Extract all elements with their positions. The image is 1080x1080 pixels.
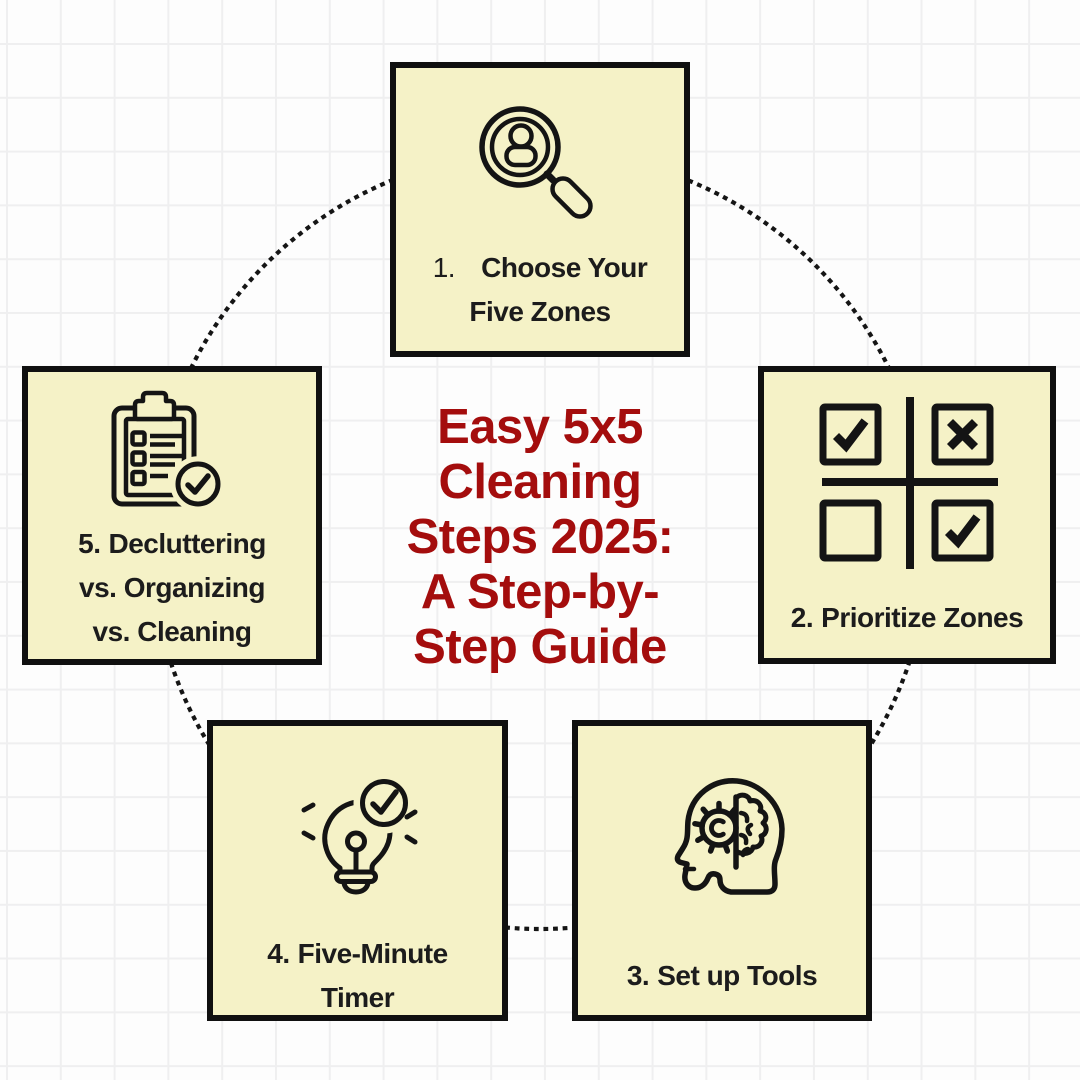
step-text: Choose Your Five Zones [469,252,648,327]
user-search-magnifier-icon [465,90,615,240]
step-box-five-minute-timer: 4.Five-Minute Timer [207,720,508,1021]
step-number: 3. [626,960,650,991]
step-box-decluttering-organizing-cleaning: 5.Decluttering vs. Organizing vs. Cleani… [22,366,322,665]
infographic-title: Easy 5x5 Cleaning Steps 2025: A Step-by-… [406,400,674,674]
step-label: 3.Set up Tools [578,954,866,998]
step-number: 1. [432,252,456,283]
lightbulb-check-icon [291,771,431,906]
step-box-set-up-tools: 3.Set up Tools [572,720,872,1021]
step-label: 1. Choose Your Five Zones [396,246,684,334]
head-gear-brain-icon [661,771,796,906]
step-number: 5. [78,528,101,559]
step-text: Set up Tools [657,960,818,991]
step-label: 2.Prioritize Zones [764,596,1050,640]
step-text: Prioritize Zones [821,602,1024,633]
clipboard-checklist-icon [101,386,231,516]
step-text: Five-Minute Timer [297,938,449,1013]
priority-matrix-icon [819,393,1001,573]
step-label: 5.Decluttering vs. Organizing vs. Cleani… [28,522,316,654]
step-label: 4.Five-Minute Timer [213,932,502,1020]
step-box-choose-your-five-zones: 1. Choose Your Five Zones [390,62,690,357]
step-number: 4. [267,938,290,969]
step-text: Decluttering vs. Organizing vs. Cleaning [79,528,266,647]
step-number: 2. [790,602,814,633]
step-box-prioritize-zones: 2.Prioritize Zones [758,366,1056,664]
